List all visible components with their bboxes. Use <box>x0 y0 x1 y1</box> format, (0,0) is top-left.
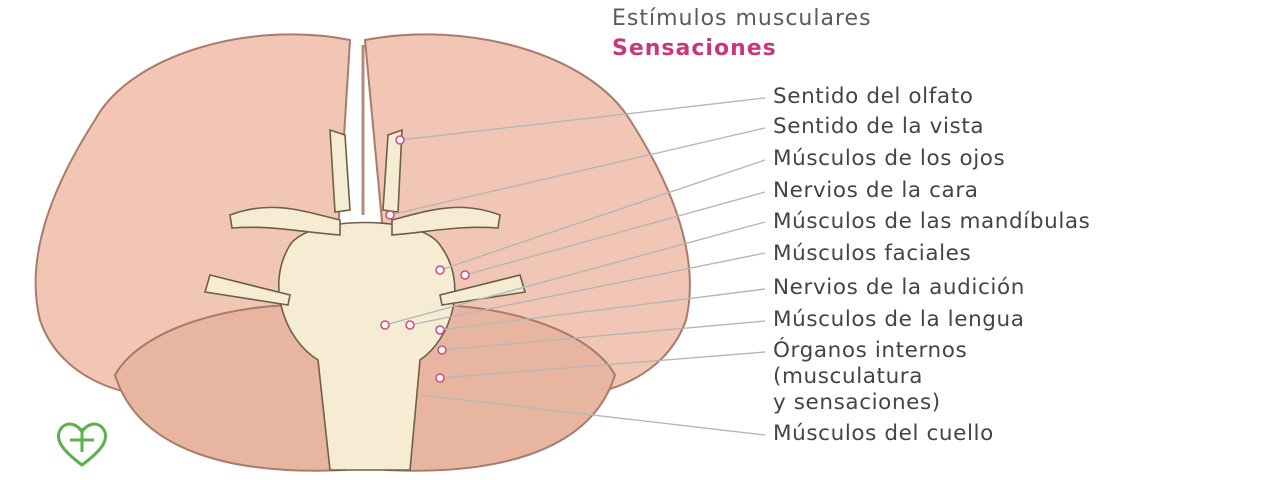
label-internal-organs-line3: y sensaciones) <box>773 390 941 416</box>
label-neck-muscles: Músculos del cuello <box>773 421 994 447</box>
heart-cross-logo-icon <box>58 424 105 465</box>
label-face-nerves: Nervios de la cara <box>773 178 979 204</box>
legend-sensations: Sensaciones <box>612 34 872 64</box>
label-tongue-muscles: Músculos de la lengua <box>773 307 1025 333</box>
label-vision: Sentido de la vista <box>773 114 984 140</box>
label-smell: Sentido del olfato <box>773 84 973 110</box>
label-jaw-muscles: Músculos de las mandíbulas <box>773 209 1090 235</box>
label-hearing-nerves: Nervios de la audición <box>773 275 1025 301</box>
legend-muscle-stimuli: Estímulos musculares <box>612 4 872 34</box>
label-eye-muscles: Músculos de los ojos <box>773 146 1005 172</box>
label-internal-organs-line2: (musculatura <box>773 364 923 390</box>
label-facial-muscles: Músculos faciales <box>773 241 971 267</box>
legend: Estímulos musculares Sensaciones <box>612 4 872 64</box>
label-internal-organs: Órganos internos <box>773 338 967 364</box>
